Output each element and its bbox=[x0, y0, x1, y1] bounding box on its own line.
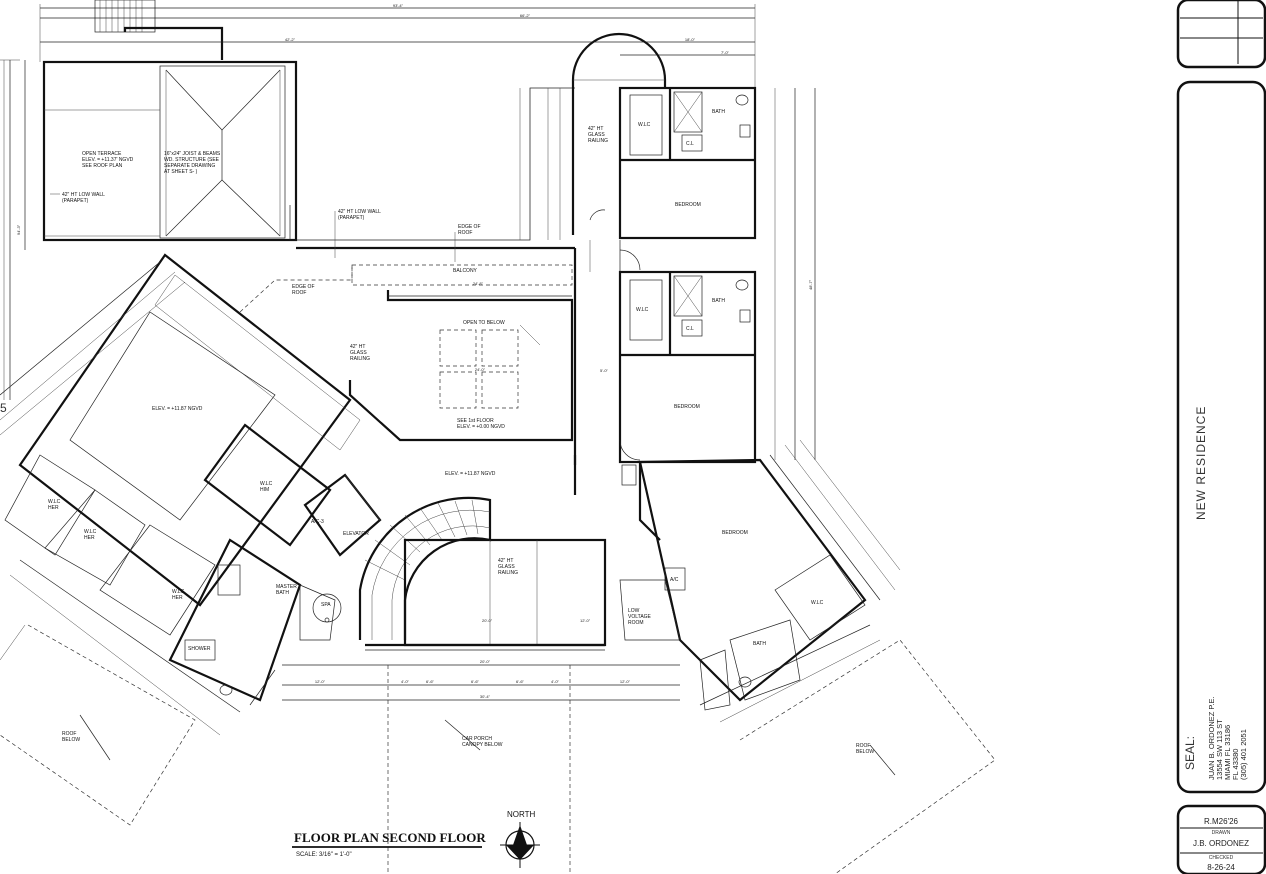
dim-top-overall: 93'-4" bbox=[393, 3, 404, 8]
wlc-her-1: W.LC HER bbox=[48, 499, 62, 511]
elevator-core: ELEVATOR A/C-3 bbox=[303, 473, 382, 557]
hallway: ELEV. = +11.87 NGVD bbox=[445, 240, 661, 541]
open-terrace: OPEN TERRACE ELEV. = +11.37' NGVD SEE RO… bbox=[42, 60, 298, 242]
svg-text:12'-0": 12'-0" bbox=[580, 618, 591, 623]
roof-below-right-label: ROOF BELOW bbox=[856, 743, 874, 755]
drawn-label: DRAWN bbox=[1212, 830, 1231, 836]
right-dimensions: 48'-7" bbox=[774, 88, 816, 460]
bedroom-east: BEDROOM W.LC BATH A/C LOW VOLTAGE ROOM bbox=[619, 458, 867, 711]
svg-text:W.LC: W.LC bbox=[636, 307, 649, 313]
svg-text:4'-0": 4'-0" bbox=[551, 679, 560, 684]
svg-text:12'-0": 12'-0" bbox=[620, 679, 631, 684]
edge-of-roof-top: EDGE OF ROOF bbox=[458, 224, 482, 236]
svg-text:5'-0": 5'-0" bbox=[600, 368, 609, 373]
ac3-label: A/C-3 bbox=[311, 519, 324, 525]
terrace-label: OPEN TERRACE ELEV. = +11.37' NGVD SEE RO… bbox=[82, 151, 135, 169]
elev-master: ELEV. = +11.87 NGVD bbox=[152, 406, 203, 412]
svg-text:BATH: BATH bbox=[712, 109, 725, 115]
svg-text:6'-6": 6'-6" bbox=[426, 679, 435, 684]
dim-top-third: 42'-2" bbox=[285, 37, 296, 42]
dim-top-small: 7'-0" bbox=[721, 50, 730, 55]
edge-of-roof-left: EDGE OF ROOF bbox=[239, 265, 353, 313]
car-porch: CAR PORCH CANOPY BELOW bbox=[387, 665, 571, 874]
see-first-floor: SEE 1st FLOOR ELEV. = +0.00 NGVD bbox=[457, 418, 505, 430]
checked-label: CHECKED bbox=[1209, 855, 1234, 861]
svg-text:C.L: C.L bbox=[686, 326, 694, 332]
bedroom-upper: W.LC BATH C.L BEDROOM bbox=[618, 86, 757, 240]
master-wing: ELEV. = +11.87 NGVD W.LC HIM W.LC HER W.… bbox=[4, 253, 361, 702]
svg-text:6'-6": 6'-6" bbox=[516, 679, 525, 684]
ac-label: A/C bbox=[670, 577, 679, 583]
left-dimensions: 94'-3" 5 bbox=[0, 59, 26, 415]
master-bath: MASTER BATH bbox=[276, 584, 298, 596]
arched-room: 42" HT GLASS RAILING bbox=[519, 32, 667, 240]
sheet-date: 8-26-24 bbox=[1207, 863, 1235, 872]
car-porch-label: CAR PORCH CANOPY BELOW bbox=[462, 736, 503, 748]
sheet-code: R.M26'26 bbox=[1204, 817, 1239, 826]
svg-text:BATH: BATH bbox=[712, 298, 725, 304]
wlc-her-2: W.LC HER bbox=[84, 529, 98, 541]
east-wing-dims bbox=[699, 439, 901, 723]
glass-railing-top: 42" HT GLASS RAILING bbox=[588, 126, 608, 144]
svg-text:W.LC: W.LC bbox=[638, 122, 651, 128]
joist-note: 16"x24" JOIST & BEAMS WD. STRUCTURE (SEE… bbox=[164, 151, 222, 175]
top-stair bbox=[94, 0, 224, 60]
svg-text:4'-0": 4'-0" bbox=[401, 679, 410, 684]
dim-right-vertical: 48'-7" bbox=[808, 279, 813, 290]
porch-dimensions: 20'-0" 6'-6" 6'-6" 6'-6" 4'-0" 4'-0" 30'… bbox=[282, 659, 680, 701]
porch-room: 42" HT GLASS RAILING 20'-0" 12'-0" bbox=[365, 538, 607, 651]
top-dimensions: 93'-4" 66'-2" 42'-2" 18'-0" 7'-0" bbox=[39, 3, 756, 90]
bedroom-1-label: BEDROOM bbox=[675, 202, 701, 208]
bath-east: BATH bbox=[753, 641, 766, 647]
svg-text:24'-0": 24'-0" bbox=[475, 367, 486, 372]
parapet-note-left: 42" HT LOW WALL (PARAPET) bbox=[62, 192, 106, 204]
drawn-by: J.B. ORDONEZ bbox=[1193, 839, 1249, 848]
elev-hall: ELEV. = +11.87 NGVD bbox=[445, 471, 496, 477]
shower-label: SHOWER bbox=[188, 646, 211, 652]
wlc-him: W.LC HIM bbox=[260, 481, 274, 493]
seal-label: SEAL: bbox=[1183, 736, 1197, 770]
svg-text:6'-6": 6'-6" bbox=[471, 679, 480, 684]
glass-railing-mid: 42" HT GLASS RAILING bbox=[350, 344, 370, 362]
svg-text:5: 5 bbox=[0, 401, 7, 415]
spa-label: SPA bbox=[321, 602, 331, 608]
parapet-band: 42" HT LOW WALL (PARAPET) EDGE OF ROOF B… bbox=[289, 87, 575, 286]
scale-label: SCALE: 3/16" = 1'-0" bbox=[296, 852, 352, 858]
bedroom-2-label: BEDROOM bbox=[674, 404, 700, 410]
drawing-title: FLOOR PLAN SECOND FLOOR SCALE: 3/16" = 1… bbox=[292, 830, 486, 858]
drawing-title-text: FLOOR PLAN SECOND FLOOR bbox=[294, 830, 486, 845]
low-voltage-room: LOW VOLTAGE ROOM bbox=[628, 608, 652, 626]
dim-left-vertical: 94'-3" bbox=[16, 224, 21, 235]
dim-top-second: 66'-2" bbox=[520, 13, 531, 18]
svg-text:20'-0": 20'-0" bbox=[480, 659, 491, 664]
svg-text:12'-0": 12'-0" bbox=[315, 679, 326, 684]
project-title: NEW RESIDENCE bbox=[1194, 406, 1208, 520]
svg-text:20'-0": 20'-0" bbox=[482, 618, 493, 623]
bedroom-3-label: BEDROOM bbox=[722, 530, 748, 536]
svg-text:EDGE OF ROOF: EDGE OF ROOF bbox=[292, 284, 316, 296]
north-arrow: NORTH bbox=[500, 810, 540, 868]
glass-railing-porch: 42" HT GLASS RAILING bbox=[498, 558, 518, 576]
wlc-her-3: W.LC HER bbox=[172, 589, 186, 601]
balcony-label: BALCONY bbox=[453, 268, 478, 274]
parapet-note-mid: 42" HT LOW WALL (PARAPET) bbox=[338, 209, 382, 221]
title-block: NEW RESIDENCE SEAL: JUAN B. ORDONEZ P.E.… bbox=[1176, 0, 1266, 874]
open-to-below-label: OPEN TO BELOW bbox=[463, 320, 505, 326]
roof-below-left-label: ROOF BELOW bbox=[62, 731, 80, 743]
svg-text:24'-8": 24'-8" bbox=[473, 281, 484, 286]
wlc-east: W.LC bbox=[811, 600, 824, 606]
roof-below-right: ROOF BELOW bbox=[739, 639, 996, 874]
dim-top-right: 18'-0" bbox=[685, 37, 696, 42]
north-label: NORTH bbox=[507, 810, 536, 819]
open-to-below: OPEN TO BELOW 42" HT GLASS RAILING SEE 1… bbox=[348, 281, 609, 442]
engineer-block: JUAN B. ORDONEZ P.E. 13554 SW 113 ST MIA… bbox=[1207, 694, 1248, 780]
svg-text:C.L: C.L bbox=[686, 141, 694, 147]
roof-below-left: ROOF BELOW bbox=[0, 624, 196, 826]
elevator-label: ELEVATOR bbox=[343, 531, 369, 537]
master-wing-dims bbox=[0, 261, 276, 736]
svg-text:30'-4": 30'-4" bbox=[480, 694, 491, 699]
bedroom-middle: W.LC BATH C.L BEDROOM bbox=[618, 249, 757, 464]
